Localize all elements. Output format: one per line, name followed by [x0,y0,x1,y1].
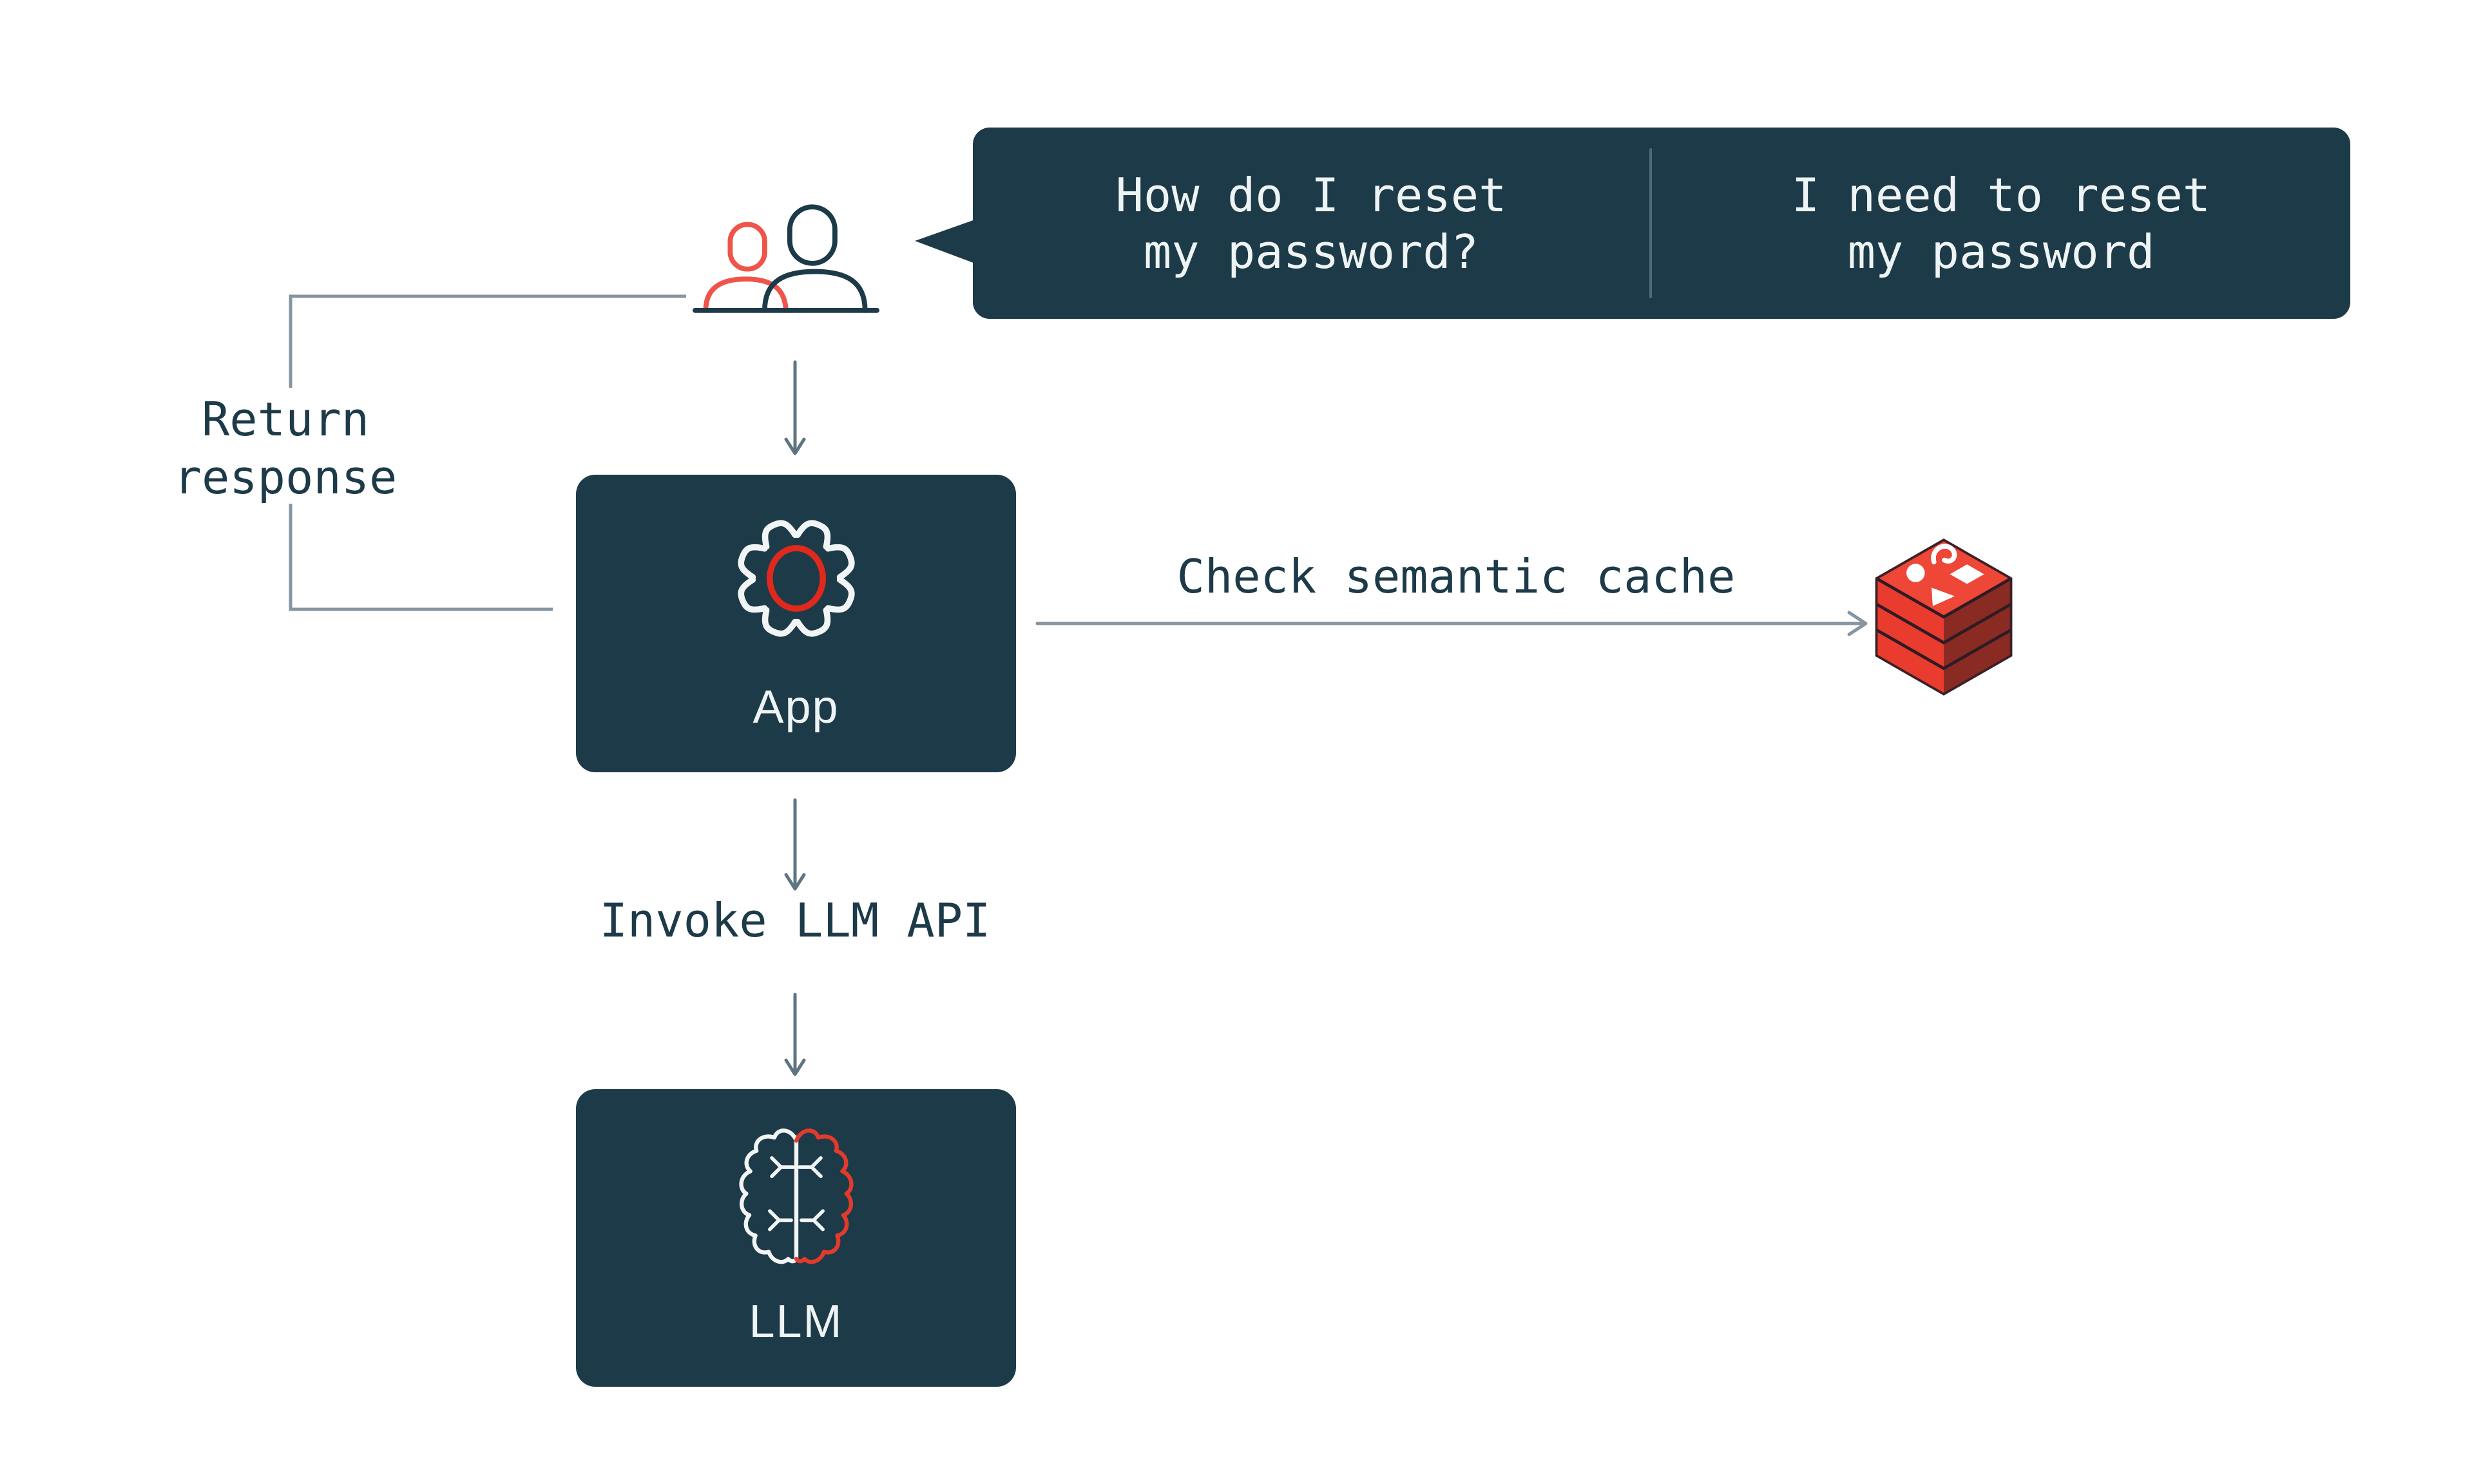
return-response-line1: Return [201,392,370,446]
arrow-app-to-redis [1035,611,1868,636]
gear-icon [722,504,870,652]
arrowhead-down-icon [784,1058,806,1076]
bubble-query-right: I need to reset my password [1652,128,2350,319]
brain-right-half [794,1128,854,1264]
gear-center-circle [766,545,826,612]
arrowhead-down-icon [784,873,806,891]
query-left-line2: my password? [1143,224,1479,279]
arrowhead-right-icon [1847,611,1868,636]
return-response-line2: response [173,450,398,504]
node-app: App [576,475,1016,772]
edge-label-invoke-llm-api: Invoke LLM API [599,893,991,947]
redis-cube-icon [1875,538,2013,696]
arrow-user-to-app [784,360,806,455]
brain-icon [738,1128,854,1264]
brain-branches [767,1156,825,1232]
query-right-line2: my password [1847,224,2155,279]
arrow-invoke-to-llm [784,993,806,1076]
llm-label: LLM [749,1296,843,1347]
redis-outline [1875,538,2013,696]
bubble-divider [1649,148,1652,298]
redis-right-face [1944,578,2011,694]
query-right-line1: I need to reset [1791,167,2211,222]
query-left-line1: How do I reset [1115,167,1507,222]
app-label: App [753,681,839,733]
gear-teeth [736,519,856,638]
return-line-top [289,294,686,388]
speech-bubble: How do I reset my password? I need to re… [973,128,2350,319]
return-response-connector [289,294,686,611]
speech-bubble-tail [915,219,977,264]
arrowhead-down-icon [784,437,806,455]
arrow-app-to-invoke [784,798,806,891]
redis-layer-lines [1875,577,2012,671]
bubble-query-left: How do I reset my password? [973,128,1649,319]
user-red [703,222,789,313]
brain-left-half [738,1128,798,1264]
user-navy [692,204,880,313]
node-llm: LLM [576,1089,1016,1387]
redis-top-glyphs [1906,544,1984,606]
users-icon [692,204,880,313]
edge-label-check-semantic-cache: Check semantic cache [1176,549,1736,604]
redis-left-face [1876,578,1944,694]
edge-label-return-response: Return response [157,390,414,506]
return-line-bottom [289,504,553,611]
